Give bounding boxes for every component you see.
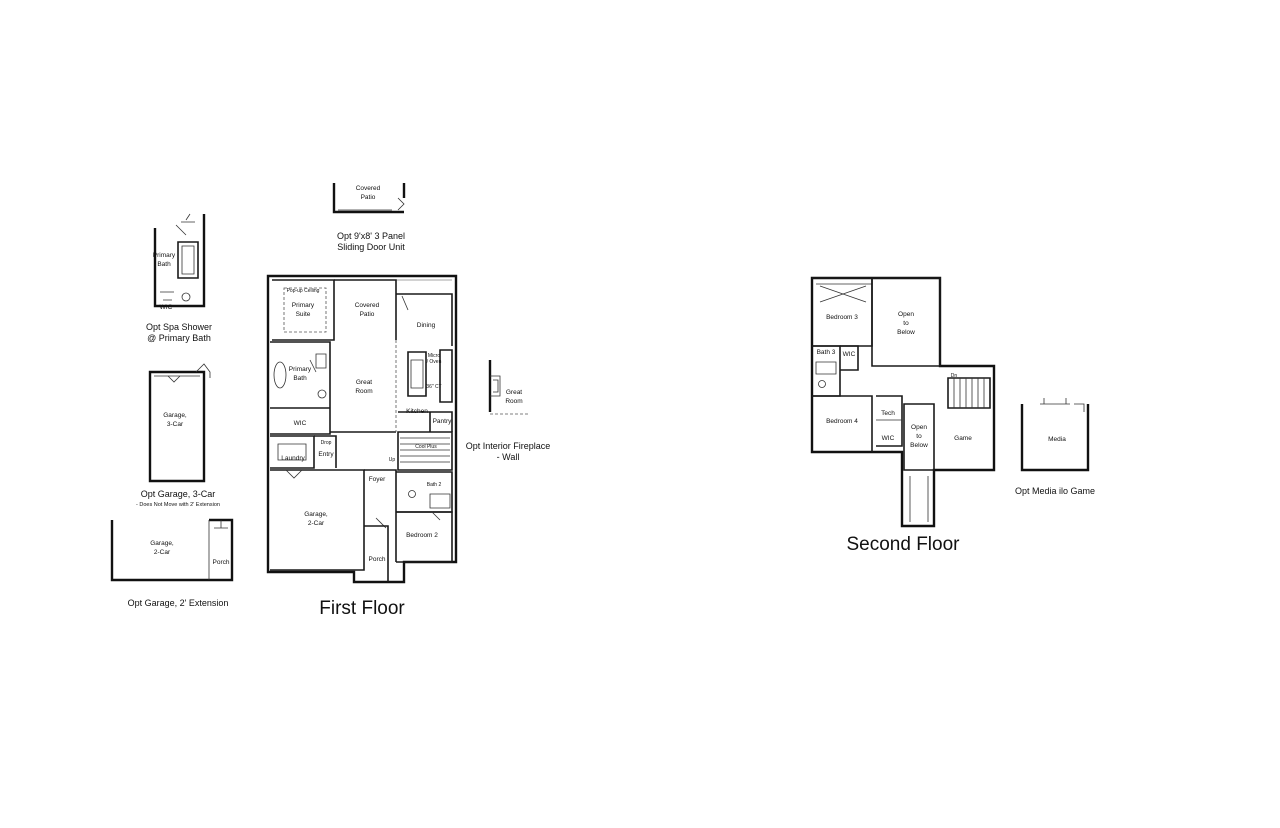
covered-patio-label-2: Patio (360, 311, 375, 318)
option-spa-shower: Primary Bath WIC Opt Spa Shower @ Primar… (146, 213, 212, 343)
second-floor-title: Second Floor (846, 534, 960, 555)
bedroom-3-label: Bedroom 3 (826, 314, 858, 321)
opt-garage-3car-label-2: 3-Car (167, 421, 184, 428)
drop-label: Drop (321, 440, 332, 446)
second-floor-plan: Bedroom 3 Open to Below Bath 3 WIC Dn Te… (810, 276, 996, 555)
bath-3-label: Bath 3 (817, 349, 836, 356)
option-sliding-door: Covered Patio Opt 9'x8' 3 Panel Sliding … (332, 183, 405, 252)
option-media: Media Opt Media ilo Game (1015, 398, 1095, 496)
media-caption: Opt Media ilo Game (1015, 486, 1095, 496)
opt-great-room-label-2: Room (505, 398, 522, 405)
open-below-center-label-1: Open (911, 424, 927, 431)
laundry-label: Laundry (281, 455, 305, 462)
great-room-label-2: Room (355, 388, 372, 395)
game-label: Game (954, 435, 972, 442)
opt-great-room-label-1: Great (506, 389, 522, 396)
open-below-top-label-3: Below (897, 329, 915, 336)
wic-label: WIC (294, 420, 307, 427)
opt-porch-label: Porch (213, 559, 230, 566)
pantry-label: Pantry (433, 418, 453, 425)
opt-garage-2car-label-1: Garage, (150, 540, 174, 547)
option-fireplace: Great Room Opt Interior Fireplace - Wall (466, 360, 551, 462)
stair-up-label: Up (389, 457, 396, 463)
stair-down-label: Dn (951, 373, 958, 379)
micro-oven-label-2: / Oven (427, 359, 442, 365)
open-below-center-label-3: Below (910, 442, 928, 449)
bedroom-4-label: Bedroom 4 (826, 418, 858, 425)
garage-3car-note: - Does Not Move with 2' Extension (136, 502, 220, 508)
covered-patio-label-1: Covered (355, 302, 380, 309)
foyer-label: Foyer (369, 476, 386, 483)
opt-media-label: Media (1048, 436, 1066, 443)
spa-shower-caption-2: @ Primary Bath (147, 333, 211, 343)
garage-extension-caption: Opt Garage, 2' Extension (128, 598, 229, 608)
bath-2-label: Bath 2 (427, 482, 442, 488)
micro-oven-label-1: Micro (428, 353, 440, 359)
opt-primary-bath-label-1: Primary (153, 252, 176, 259)
fireplace-caption-1: Opt Interior Fireplace (466, 441, 551, 451)
option-garage-extension: Garage, 2-Car Porch Opt Garage, 2' Exten… (110, 518, 234, 608)
opt-wic-label: WIC (160, 304, 173, 311)
sliding-door-caption-2: Sliding Door Unit (337, 242, 405, 252)
bedroom-2-label: Bedroom 2 (406, 532, 438, 539)
porch-label: Porch (369, 556, 386, 563)
entry-label: Entry (318, 451, 334, 458)
sliding-door-caption-1: Opt 9'x8' 3 Panel (337, 231, 405, 241)
wic-2f-label: WIC (843, 351, 856, 358)
great-room-label-1: Great (356, 379, 372, 386)
garage-2car-label-1: Garage, (304, 511, 328, 518)
open-below-center-label-2: to (916, 433, 922, 440)
open-below-top-label-1: Open (898, 311, 914, 318)
garage-2car-label-2: 2-Car (308, 520, 325, 527)
tech-label: Tech (881, 410, 895, 417)
opt-covered-patio-label-1: Covered (356, 185, 381, 192)
first-floor-title: First Floor (319, 598, 405, 619)
first-floor-plan: Pop-up Ceiling Primary Suite Covered Pat… (266, 274, 458, 619)
opt-garage-2car-label-2: 2-Car (154, 549, 171, 556)
dining-label: Dining (417, 322, 436, 329)
primary-suite-label-1: Primary (292, 302, 315, 309)
cool-plus-label: Cool Plus (415, 444, 437, 450)
opt-primary-bath-label-2: Bath (157, 261, 171, 268)
popup-ceiling-label: Pop-up Ceiling (287, 288, 320, 294)
open-below-top-label-2: to (903, 320, 909, 327)
garage-3car-caption: Opt Garage, 3-Car (141, 489, 216, 499)
primary-suite-label-2: Suite (296, 311, 311, 318)
kitchen-label: Kitchen (406, 408, 428, 415)
countertop-label: 36" CT (426, 384, 441, 390)
option-garage-3car: Garage, 3-Car Opt Garage, 3-Car - Does N… (136, 363, 220, 508)
opt-garage-3car-label-1: Garage, (163, 412, 187, 419)
fireplace-caption-2: - Wall (497, 452, 520, 462)
spa-shower-caption-1: Opt Spa Shower (146, 322, 212, 332)
primary-bath-label-1: Primary (289, 366, 312, 373)
opt-covered-patio-label-2: Patio (361, 194, 376, 201)
primary-bath-label-2: Bath (293, 375, 307, 382)
wic-2f-lower-label: WIC (882, 435, 895, 442)
